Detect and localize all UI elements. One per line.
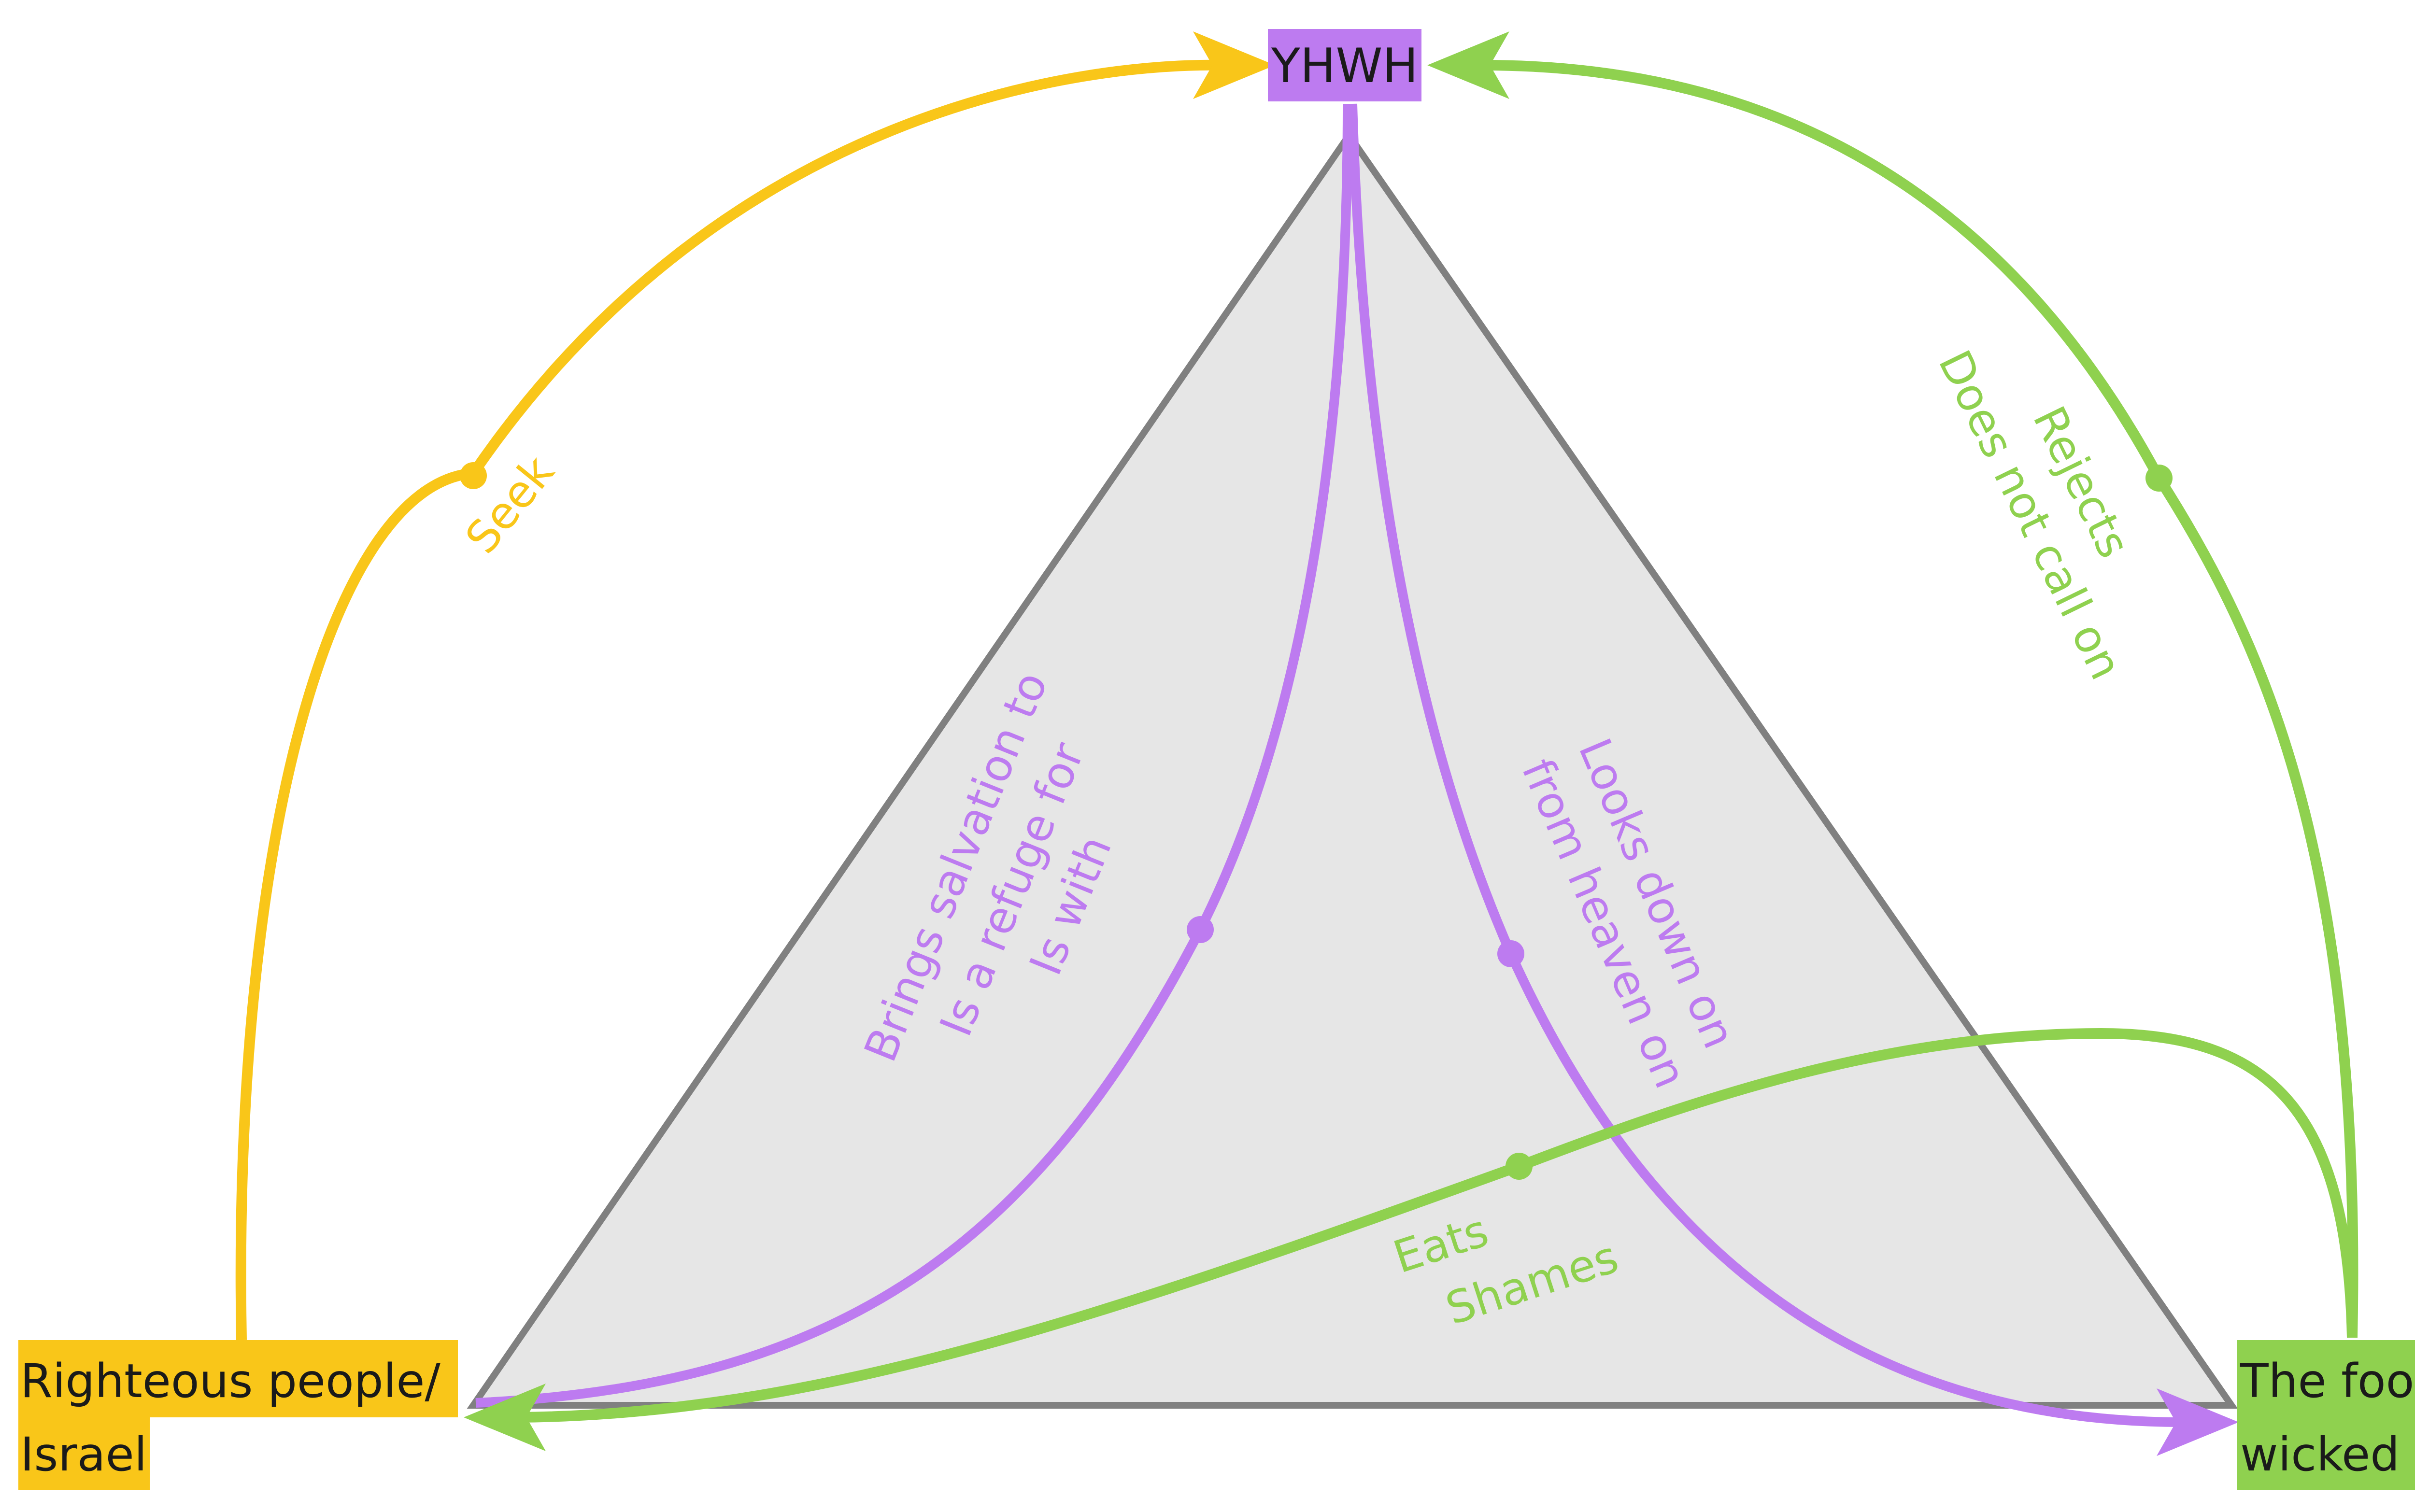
edge-eats-dot bbox=[1506, 1153, 1533, 1180]
node-fool-box bbox=[2237, 1340, 2415, 1490]
node-righteous-box-line2 bbox=[18, 1417, 150, 1490]
node-righteous-box-line1 bbox=[18, 1340, 458, 1417]
node-fool-label-line2: wicked bbox=[2240, 1427, 2400, 1482]
central-triangle bbox=[467, 129, 2238, 1409]
edge-rejects-arrowhead bbox=[1427, 31, 1509, 99]
edge-brings-dot bbox=[1187, 916, 1214, 943]
node-yhwh-box bbox=[1268, 29, 1421, 101]
edge-seek-dot bbox=[460, 462, 487, 489]
edge-rejects-label: Rejects Does not call on bbox=[1928, 316, 2186, 687]
edge-rejects-dot bbox=[2145, 465, 2173, 492]
edge-eats-line bbox=[516, 1028, 2358, 1423]
edge-looks-arrowhead bbox=[2157, 1388, 2239, 1456]
edge-looks-dot bbox=[1497, 940, 1524, 967]
node-fool-label-line1: The fool/ bbox=[2240, 1354, 2415, 1408]
edge-eats-arrowhead bbox=[464, 1384, 546, 1451]
node-righteous-label-line1: Righteous people/ bbox=[20, 1354, 440, 1408]
node-righteous-label-line2: Israel bbox=[20, 1427, 147, 1482]
node-yhwh-label: YHWH bbox=[1271, 39, 1418, 94]
edge-seek-arrowhead bbox=[1193, 31, 1275, 99]
